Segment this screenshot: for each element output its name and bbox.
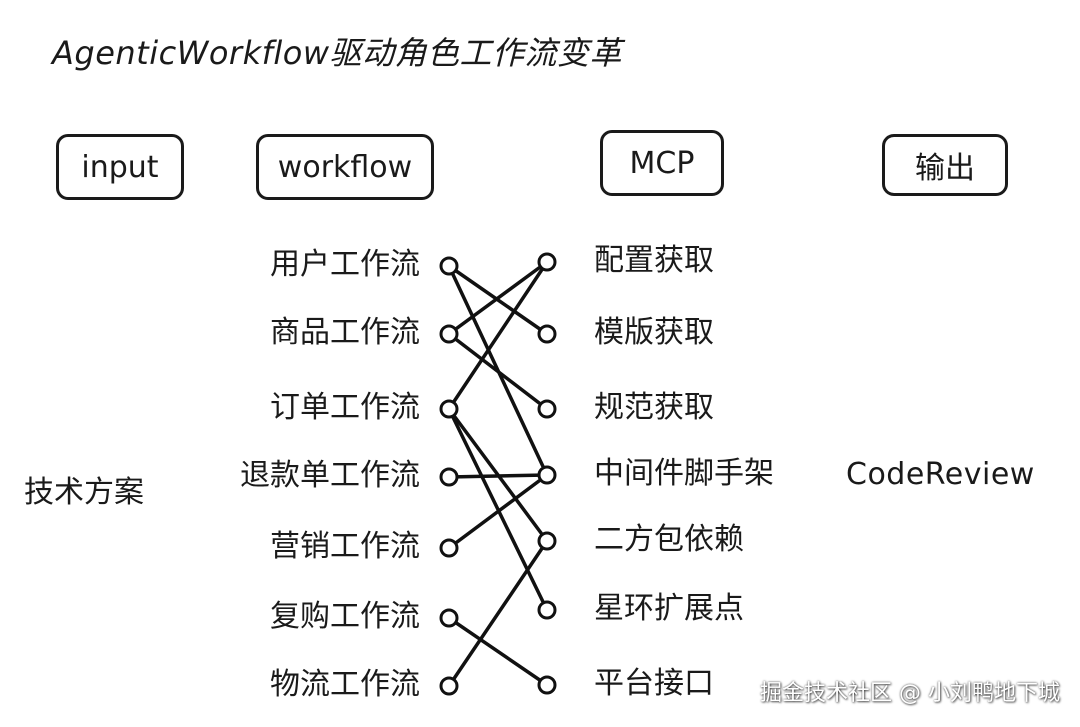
mcp-connector-dot — [537, 531, 557, 551]
mcp-connector-dot — [537, 675, 557, 695]
mcp-item: 配置获取 — [594, 243, 714, 278]
workflow-header: workflow — [256, 134, 434, 200]
mcp-connector-dot — [537, 324, 557, 344]
mcp-item: 模版获取 — [594, 315, 714, 350]
mcp-connector-dot — [537, 252, 557, 272]
mcp-item: 星环扩展点 — [594, 591, 744, 626]
workflow-item: 复购工作流 — [270, 599, 420, 634]
mcp-header: MCP — [600, 130, 724, 196]
connection-line — [447, 260, 549, 411]
workflow-connector-dot — [439, 256, 459, 276]
input-technical-plan: 技术方案 — [24, 475, 144, 510]
connection-line — [447, 473, 549, 550]
diagram-title: AgenticWorkflow驱动角色工作流变革 — [52, 34, 623, 72]
mcp-item: 平台接口 — [594, 666, 714, 701]
workflow-connector-dot — [439, 676, 459, 696]
connection-line — [447, 539, 549, 688]
output-header: 输出 — [882, 134, 1008, 196]
watermark: 掘金技术社区 @ 小刘鸭地下城 — [760, 681, 1060, 706]
input-header: input — [56, 134, 184, 200]
connection-line — [447, 260, 549, 336]
workflow-connector-dot — [439, 324, 459, 344]
mcp-item: 中间件脚手架 — [594, 456, 774, 491]
connection-line — [447, 332, 549, 411]
workflow-item: 营销工作流 — [270, 529, 420, 564]
connection-line — [447, 473, 549, 479]
mcp-item: 二方包依赖 — [594, 522, 744, 557]
workflow-item: 退款单工作流 — [240, 458, 420, 493]
mcp-connector-dot — [537, 399, 557, 419]
workflow-connector-dot — [439, 399, 459, 419]
workflow-item: 商品工作流 — [270, 315, 420, 350]
workflow-connector-dot — [439, 467, 459, 487]
workflow-item: 订单工作流 — [270, 390, 420, 425]
mcp-item: 规范获取 — [594, 390, 714, 425]
mcp-connector-dot — [537, 465, 557, 485]
connection-line — [447, 616, 549, 687]
workflow-item: 物流工作流 — [270, 667, 420, 702]
workflow-connector-dot — [439, 608, 459, 628]
workflow-connector-dot — [439, 538, 459, 558]
workflow-item: 用户工作流 — [270, 247, 420, 282]
mcp-connector-dot — [537, 600, 557, 620]
output-codereview: CodeReview — [846, 457, 1035, 492]
